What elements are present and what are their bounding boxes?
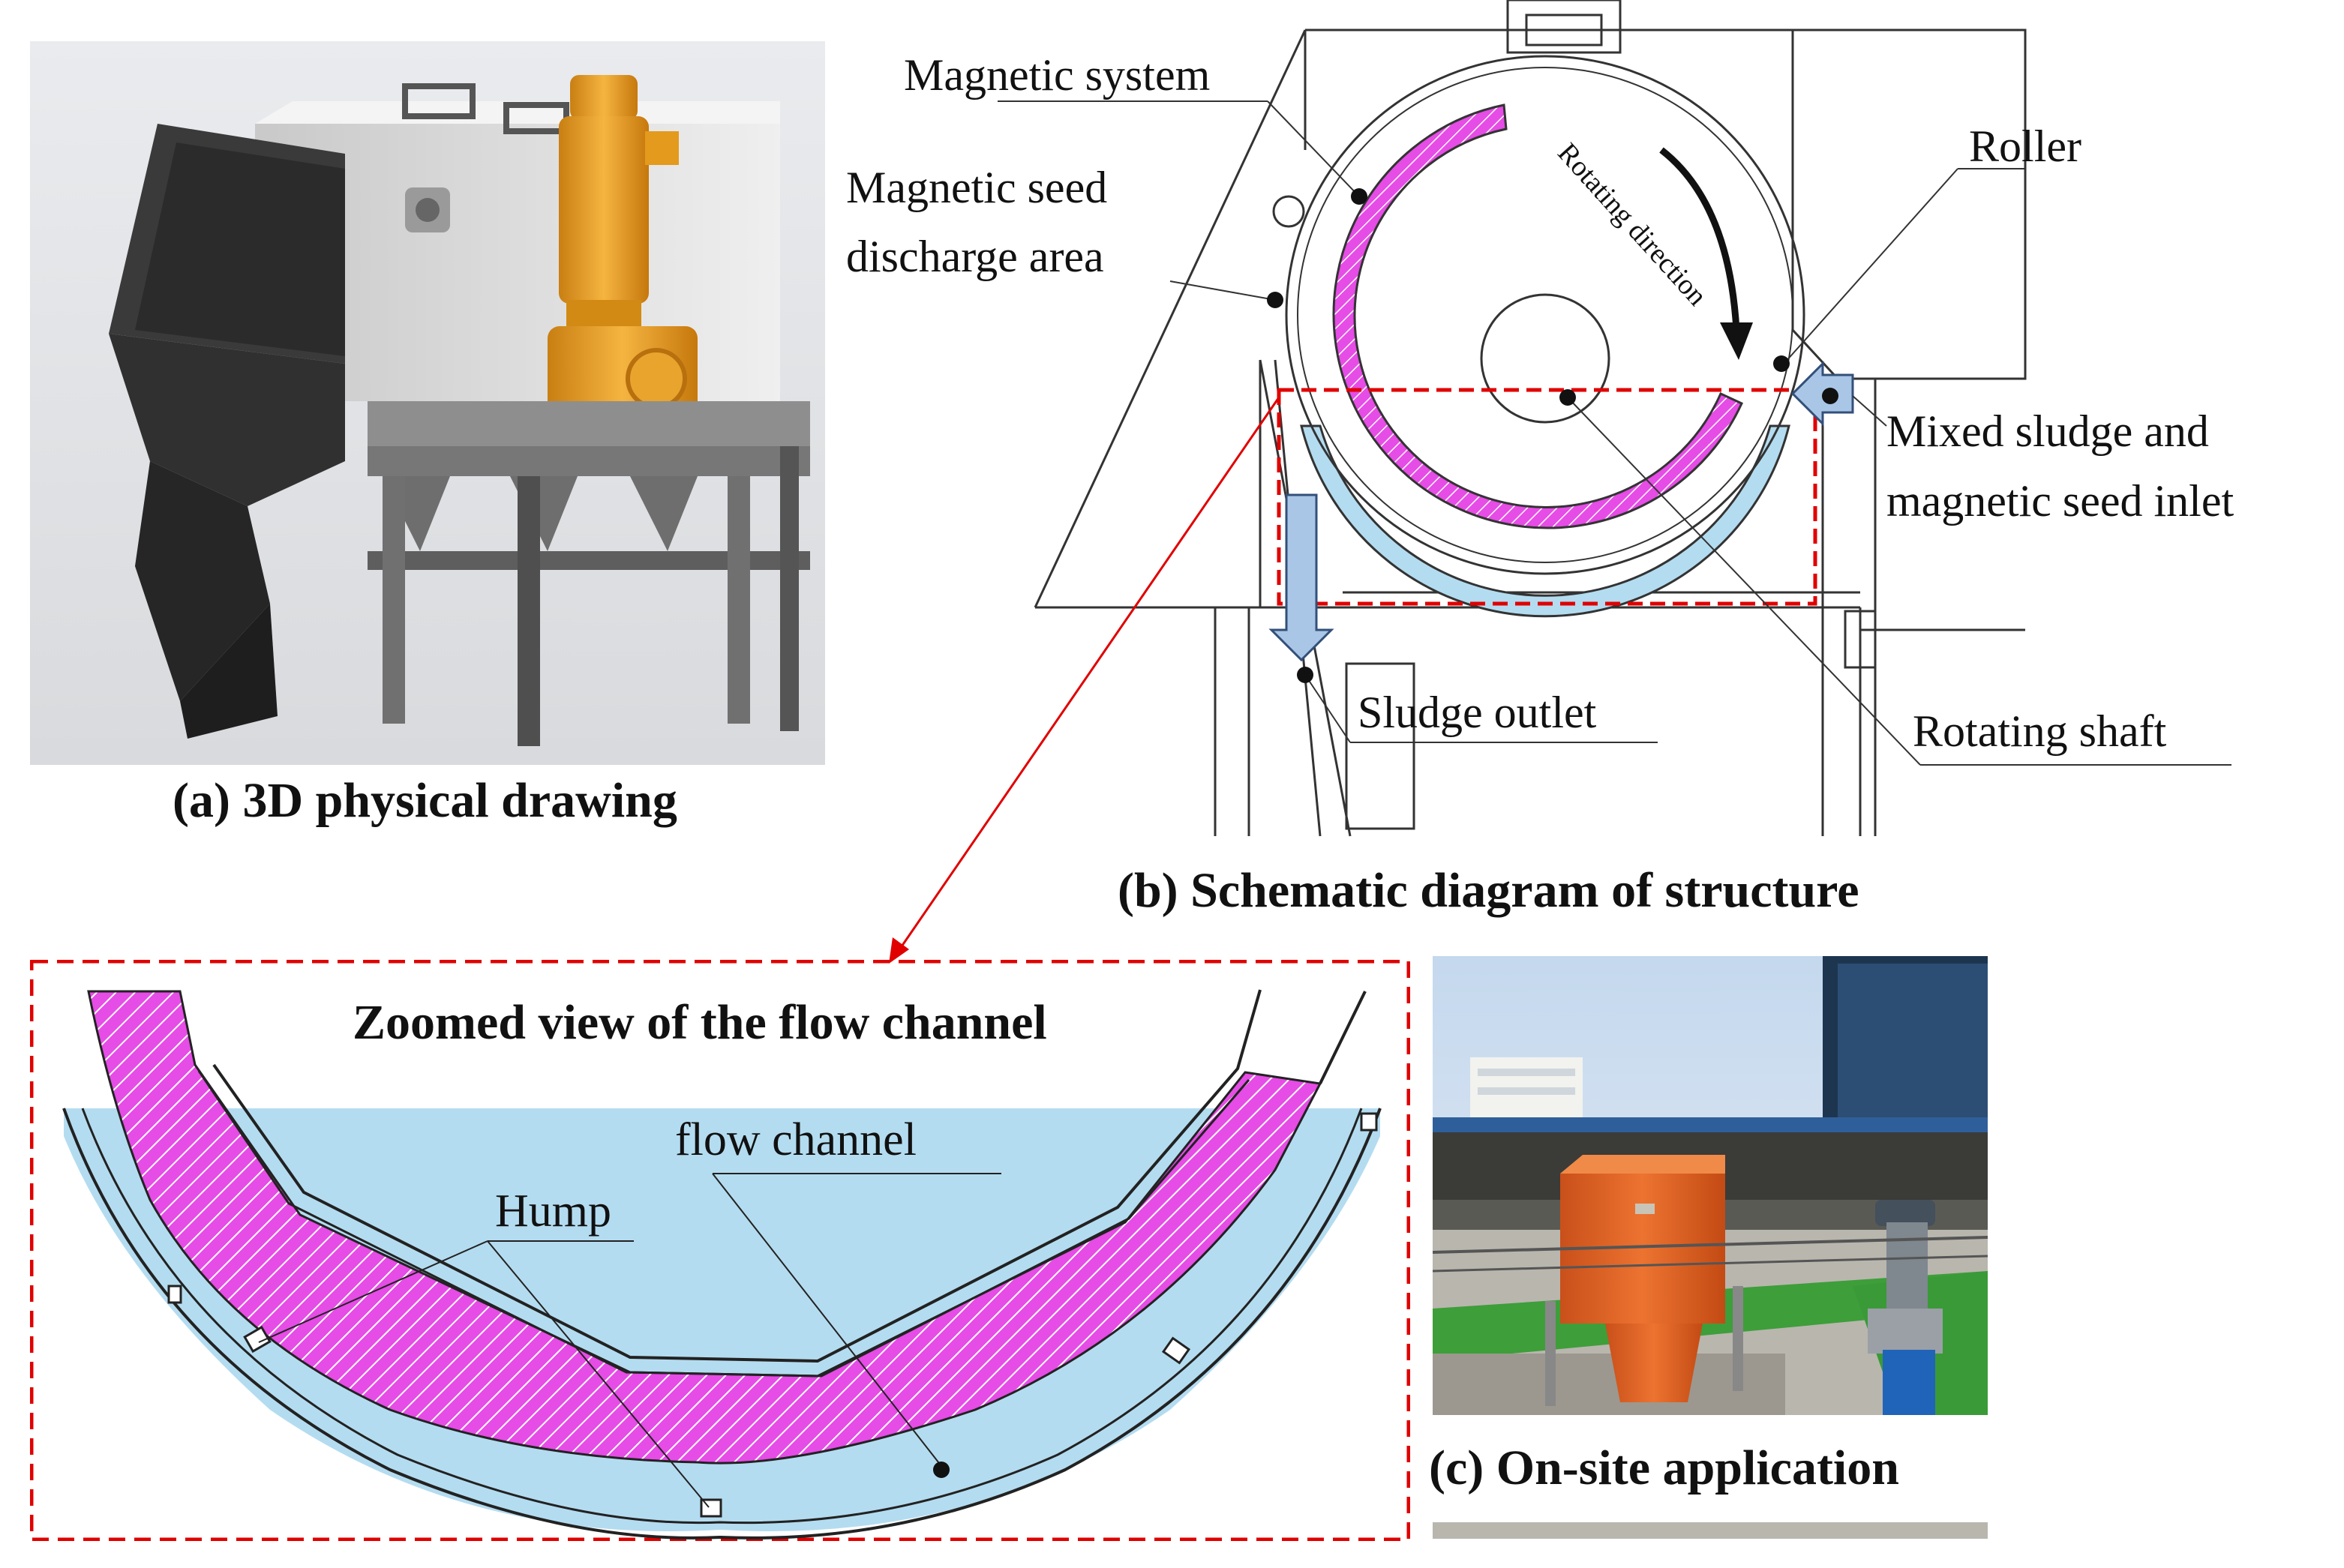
caption-c: (c) On-site application [1429,1441,1899,1495]
magnetic-system-shape [1332,103,1743,529]
label-flow-channel: flow channel [675,1114,917,1165]
rotating-shaft-circle [1480,293,1610,424]
dot-outlet [1297,667,1313,683]
caption-a: (a) 3D physical drawing [173,773,677,828]
roller-drum [1285,55,1805,575]
zoom-leader-lines [258,1173,1001,1508]
label-hump: Hump [495,1186,611,1237]
leader-lines [998,100,2231,766]
dot-magnetic-system [1351,188,1367,205]
panel-c-onsite-photo [1432,956,1988,1415]
zoom-magnetic-band [87,990,1322,1465]
panel-zoom-flow-channel: Zoomed view of the flow channel flow cha… [29,959,1411,1542]
label-magnetic-system: Magnetic system [904,50,1210,100]
rotating-direction-arrow [1659,147,1740,331]
machine-3d-render [30,41,825,765]
label-inlet-line2: magnetic seed inlet [1886,476,2234,526]
label-rotating-shaft: Rotating shaft [1913,706,2167,756]
label-sludge-outlet: Sludge outlet [1358,688,1597,737]
label-inlet-line1: Mixed sludge and [1886,406,2209,456]
dot-roller [1773,355,1790,372]
zoom-title: Zoomed view of the flow channel [353,995,1047,1050]
label-discharge-line1: Magnetic seed [846,163,1107,212]
panel-b-schematic: Rotating direction Magnetic system [825,0,2344,855]
hump-marks [167,1112,1378,1518]
bottom-photo-strip [1433,1522,1988,1539]
dot-flow-channel [933,1462,950,1478]
dot-shaft [1559,389,1576,406]
onsite-photo [1432,956,1988,1415]
outlet-arrow [1268,493,1334,662]
zoom-highlight-box [1277,388,1817,606]
dot-discharge-area [1267,292,1283,308]
dot-inlet [1822,388,1838,404]
panel-a-3d-drawing [30,41,825,765]
label-roller: Roller [1969,121,2081,171]
caption-b: (b) Schematic diagram of structure [1118,863,1859,918]
label-discharge-line2: discharge area [846,232,1104,281]
